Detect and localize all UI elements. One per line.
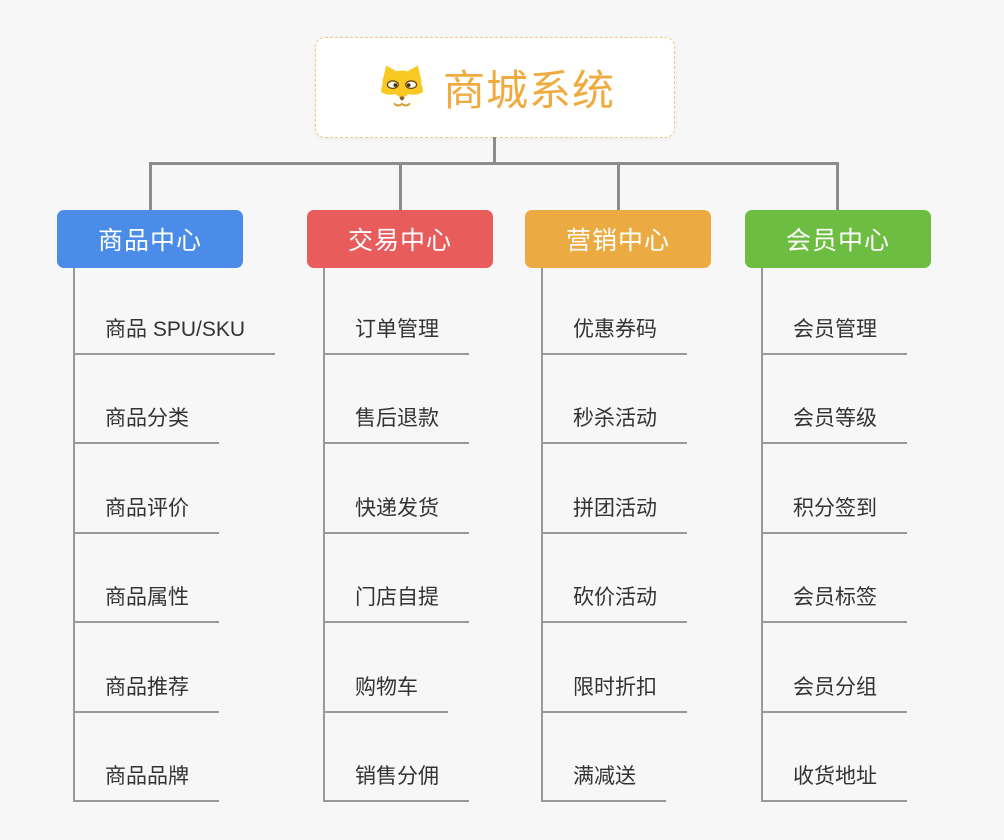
- leaf-label: 快递发货: [355, 497, 439, 520]
- connector-spine: [541, 268, 543, 802]
- leaf-node[interactable]: 销售分佣: [323, 762, 469, 802]
- leaf-label: 售后退款: [355, 407, 439, 430]
- leaf-label: 商品分类: [105, 407, 189, 430]
- leaf-node[interactable]: 商品分类: [73, 404, 219, 444]
- leaf-label: 会员标签: [793, 586, 877, 609]
- leaf-node[interactable]: 商品推荐: [73, 673, 219, 713]
- leaf-label: 积分签到: [793, 497, 877, 520]
- leaf-label: 会员等级: [793, 407, 877, 430]
- branch-node[interactable]: 交易中心: [307, 210, 493, 268]
- leaf-node[interactable]: 积分签到: [761, 494, 907, 534]
- leaf-node[interactable]: 会员等级: [761, 404, 907, 444]
- leaf-node[interactable]: 满减送: [541, 762, 666, 802]
- connector-root-stem: [493, 137, 496, 163]
- leaf-node[interactable]: 秒杀活动: [541, 404, 687, 444]
- leaf-label: 秒杀活动: [573, 407, 657, 430]
- branch-node[interactable]: 商品中心: [57, 210, 243, 268]
- leaf-label: 商品推荐: [105, 676, 189, 699]
- leaf-node[interactable]: 会员标签: [761, 583, 907, 623]
- branch-label: 交易中心: [347, 227, 452, 255]
- leaf-label: 砍价活动: [573, 586, 657, 609]
- leaf-label: 优惠券码: [573, 318, 657, 341]
- root-title: 商城系统: [442, 67, 615, 114]
- leaf-label: 商品 SPU/SKU: [105, 318, 246, 341]
- branch-label: 会员中心: [785, 227, 890, 255]
- connector-bus: [149, 162, 839, 165]
- branch-column: 商品中心 商品 SPU/SKU 商品分类 商品评价 商品属性 商品推荐 商品品牌: [57, 210, 317, 810]
- connector-spine: [73, 268, 75, 802]
- connector-drop: [399, 163, 402, 210]
- connector-drop: [149, 163, 152, 210]
- leaf-label: 收货地址: [793, 765, 877, 788]
- branch-column: 营销中心 优惠券码 秒杀活动 拼团活动 砍价活动 限时折扣 满减送: [525, 210, 785, 810]
- leaf-label: 拼团活动: [573, 497, 657, 520]
- connector-spine: [323, 268, 325, 802]
- leaf-node[interactable]: 会员分组: [761, 673, 907, 713]
- branch-column: 会员中心 会员管理 会员等级 积分签到 会员标签 会员分组 收货地址: [745, 210, 1004, 810]
- connector-drop: [836, 163, 839, 210]
- leaf-label: 销售分佣: [355, 765, 439, 788]
- leaf-node[interactable]: 售后退款: [323, 404, 469, 444]
- leaf-node[interactable]: 商品 SPU/SKU: [73, 315, 276, 355]
- connector-drop: [617, 163, 620, 210]
- branch-label: 营销中心: [565, 227, 670, 255]
- branch-column: 交易中心 订单管理 售后退款 快递发货 门店自提 购物车 销售分佣: [307, 210, 567, 810]
- leaf-node[interactable]: 商品品牌: [73, 762, 219, 802]
- leaf-label: 购物车: [355, 676, 418, 699]
- leaf-label: 会员管理: [793, 318, 877, 341]
- leaf-node[interactable]: 商品属性: [73, 583, 219, 623]
- dog-icon: [381, 65, 423, 112]
- branch-node[interactable]: 营销中心: [525, 210, 711, 268]
- leaf-node[interactable]: 商品评价: [73, 494, 219, 534]
- leaf-node[interactable]: 快递发货: [323, 494, 469, 534]
- leaf-node[interactable]: 优惠券码: [541, 315, 687, 355]
- branch-node[interactable]: 会员中心: [745, 210, 931, 268]
- leaf-label: 商品品牌: [105, 765, 189, 788]
- leaf-node[interactable]: 订单管理: [323, 315, 469, 355]
- leaf-label: 商品评价: [105, 497, 189, 520]
- leaf-node[interactable]: 会员管理: [761, 315, 907, 355]
- leaf-label: 会员分组: [793, 676, 877, 699]
- leaf-node[interactable]: 拼团活动: [541, 494, 687, 534]
- leaf-label: 限时折扣: [573, 676, 657, 699]
- connector-spine: [761, 268, 763, 802]
- leaf-node[interactable]: 砍价活动: [541, 583, 687, 623]
- leaf-node[interactable]: 门店自提: [323, 583, 469, 623]
- leaf-node[interactable]: 收货地址: [761, 762, 907, 802]
- leaf-label: 门店自提: [355, 586, 439, 609]
- root-node[interactable]: 商城系统: [315, 37, 675, 138]
- leaf-node[interactable]: 限时折扣: [541, 673, 687, 713]
- leaf-label: 订单管理: [355, 318, 439, 341]
- leaf-label: 商品属性: [105, 586, 189, 609]
- branch-label: 商品中心: [97, 227, 202, 255]
- leaf-label: 满减送: [573, 765, 636, 788]
- leaf-node[interactable]: 购物车: [323, 673, 448, 713]
